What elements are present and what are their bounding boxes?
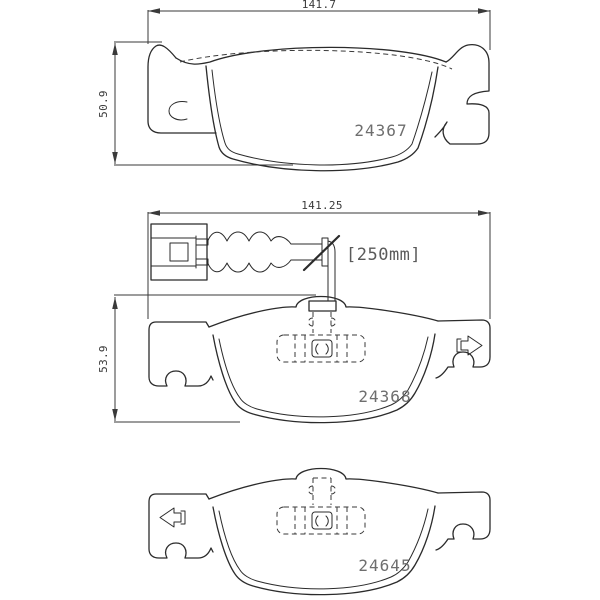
dimension-height-top: 50.9 <box>97 41 293 166</box>
wear-sensor: [250mm] <box>150 223 421 312</box>
dimension-width-top: 141.7 <box>147 0 491 50</box>
sensor-length-label: [250mm] <box>346 245 421 265</box>
dimension-label-height-top: 50.9 <box>97 90 110 118</box>
sensor-connector-plug <box>150 223 208 281</box>
pad-drawing-middle: 141.25 53.9 [250mm] <box>97 199 491 424</box>
pad-outline-top <box>147 44 490 172</box>
piston-clip <box>311 511 333 530</box>
sensor-wire <box>327 240 336 302</box>
wire-break-mark <box>302 234 341 272</box>
pad-outline-bottom <box>148 467 491 596</box>
dimension-label-width-middle: 141.25 <box>301 199 343 212</box>
dimension-height-middle: 53.9 <box>97 294 316 423</box>
dimension-label-width-top: 141.7 <box>302 0 337 11</box>
pad-drawing-bottom: 24645 <box>148 467 491 596</box>
direction-arrow-left-icon <box>159 507 186 528</box>
pad-outline-middle <box>148 295 491 424</box>
dimension-width-middle: 141.25 <box>147 199 491 319</box>
piston-clip <box>311 339 333 358</box>
part-number-label-top: 24367 <box>354 121 407 140</box>
shim-outline-bottom <box>276 477 366 535</box>
dimension-label-height-middle: 53.9 <box>97 345 110 373</box>
shim-outline-middle <box>276 312 366 363</box>
sensor-mount-block <box>308 300 337 312</box>
sensor-bellows <box>206 231 292 245</box>
pad-drawing-top: 141.7 50.9 24367 <box>97 0 491 172</box>
direction-arrow-right-icon <box>456 335 483 356</box>
part-number-label-middle: 24368 <box>358 387 411 406</box>
part-number-label-bottom: 24645 <box>358 556 411 575</box>
